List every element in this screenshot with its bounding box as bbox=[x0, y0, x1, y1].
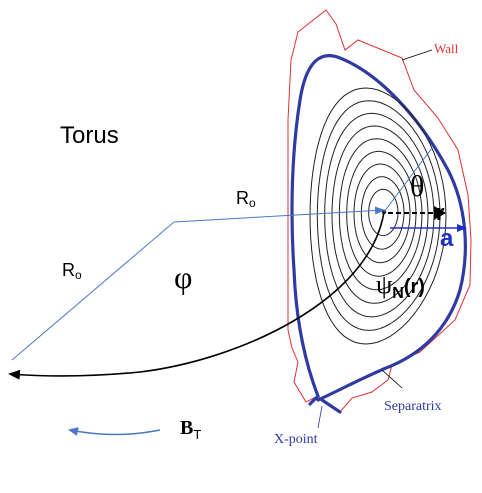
phi-label: φ bbox=[174, 259, 192, 295]
wall-leader bbox=[401, 49, 433, 61]
separatrix-curve bbox=[290, 54, 467, 414]
xpoint-label: X-point bbox=[274, 432, 318, 447]
psi-label: ψN(r) bbox=[376, 270, 425, 302]
flux-surface bbox=[353, 163, 411, 264]
flux-surface bbox=[338, 138, 423, 291]
r0-top-line bbox=[173, 206, 385, 223]
psi-arrow bbox=[8, 211, 385, 380]
xpoint-leader bbox=[317, 405, 323, 429]
bt-label: BT bbox=[180, 417, 201, 442]
flux-surfaces bbox=[309, 87, 447, 345]
a-label: a bbox=[440, 225, 454, 252]
r-arrowhead bbox=[434, 206, 446, 220]
flux-surface bbox=[309, 87, 447, 345]
flux-surface bbox=[324, 112, 435, 318]
theta-label: θ bbox=[410, 170, 424, 203]
flux-surface bbox=[360, 176, 405, 250]
r0-top-label: Ro bbox=[236, 188, 256, 210]
r0-left-label: Ro bbox=[62, 260, 82, 282]
flux-surface bbox=[331, 125, 429, 304]
r0-left-line bbox=[11, 221, 175, 361]
flux-surface bbox=[316, 100, 441, 331]
theta-line bbox=[383, 147, 433, 213]
separatrix-leader bbox=[381, 369, 403, 389]
separatrix-label: Separatrix bbox=[384, 399, 442, 414]
flux-surface bbox=[346, 150, 417, 277]
flux-surface bbox=[368, 188, 399, 237]
bt-arrow bbox=[68, 427, 161, 436]
r-label: r bbox=[436, 200, 445, 225]
torus-label: Torus bbox=[60, 122, 119, 149]
wall-label: Wall bbox=[434, 41, 459, 56]
